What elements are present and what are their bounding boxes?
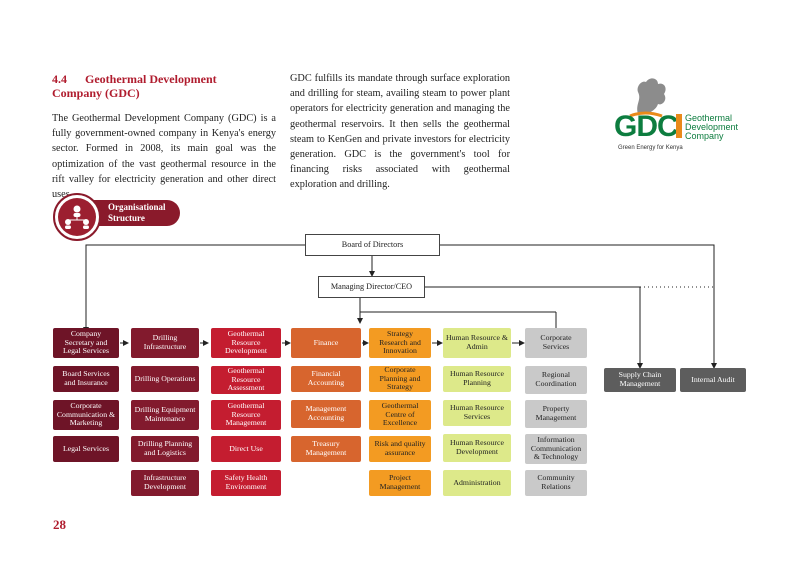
section-number: 4.4: [52, 72, 67, 86]
dept-head-human-resource: Human Resource & Admin: [443, 328, 511, 358]
unit-box: Administration: [443, 470, 511, 496]
badge-label: Organisational Structure: [108, 202, 166, 223]
logo-name-line3: Company: [685, 131, 724, 141]
unit-box: Community Relations: [525, 470, 587, 496]
unit-box: Information Communication & Technology: [525, 434, 587, 464]
logo-name: Geothermal Development Company: [685, 114, 738, 141]
unit-box: Corporate Communication & Marketing: [53, 400, 119, 430]
unit-box: Drilling Equipment Maintenance: [131, 400, 199, 430]
dept-head-geothermal-resource: Geothermal Resource Development: [211, 328, 281, 358]
unit-box: Drilling Planning and Logistics: [131, 436, 199, 462]
steam-plume-icon: [629, 78, 666, 118]
dept-head-drilling-infrastructure: Drilling Infrastructure: [131, 328, 199, 358]
intro-paragraph-right: GDC fulfills its mandate through surface…: [290, 73, 510, 191]
unit-box: Legal Services: [53, 436, 119, 462]
unit-box: Management Accounting: [291, 400, 361, 428]
unit-box: Drilling Operations: [131, 366, 199, 392]
unit-box: Project Management: [369, 470, 431, 496]
logo-letters: GDC: [614, 110, 679, 143]
unit-box: Geothermal Resource Assessment: [211, 366, 281, 394]
board-of-directors-box: Board of Directors: [305, 234, 440, 256]
unit-box: Regional Coordination: [525, 366, 587, 394]
supply-chain-box: Supply Chain Management: [604, 368, 676, 392]
managing-director-box: Managing Director/CEO: [318, 276, 425, 298]
unit-box: Property Management: [525, 400, 587, 428]
logo-name-line2: Development: [685, 122, 739, 132]
logo-tagline: Green Energy for Kenya: [618, 145, 683, 151]
unit-box: Corporate Planning and Strategy: [369, 365, 431, 392]
dept-head-strategy: Strategy Research and Innovation: [369, 328, 431, 358]
unit-box: Treasury Management: [291, 436, 361, 462]
unit-box: Board Services and Insurance: [53, 366, 119, 392]
people-network-icon: [65, 205, 89, 229]
intro-paragraph-left: The Geothermal Development Company (GDC)…: [52, 113, 276, 201]
logo-divider: [676, 114, 682, 138]
badge-inner: [58, 198, 96, 236]
unit-box: Geothermal Resource Management: [211, 400, 281, 430]
unit-box: Direct Use: [211, 436, 281, 462]
unit-box: Safety Health Environment: [211, 470, 281, 496]
logo-name-line1: Geothermal: [685, 113, 733, 123]
unit-box: Risk and quality assurance: [369, 436, 431, 462]
dept-head-finance: Finance: [291, 328, 361, 358]
unit-box: Infrastructure Development: [131, 470, 199, 496]
unit-box: Financial Accounting: [291, 366, 361, 392]
unit-box: Human Resource Planning: [443, 366, 511, 392]
unit-box: Human Resource Services: [443, 400, 511, 426]
dept-head-company-secretary: Company Secretary and Legal Services: [53, 328, 119, 358]
unit-box: Human Resource Development: [443, 434, 511, 462]
gdc-logo: GDC Geothermal Development Company Green…: [590, 66, 738, 156]
section-title: Geothermal Development Company (GDC): [52, 72, 217, 100]
unit-box: Geothermal Centre of Excellence: [369, 400, 431, 430]
page-number: 28: [53, 517, 66, 532]
dept-head-corporate-services: Corporate Services: [525, 328, 587, 358]
internal-audit-box: Internal Audit: [680, 368, 746, 392]
